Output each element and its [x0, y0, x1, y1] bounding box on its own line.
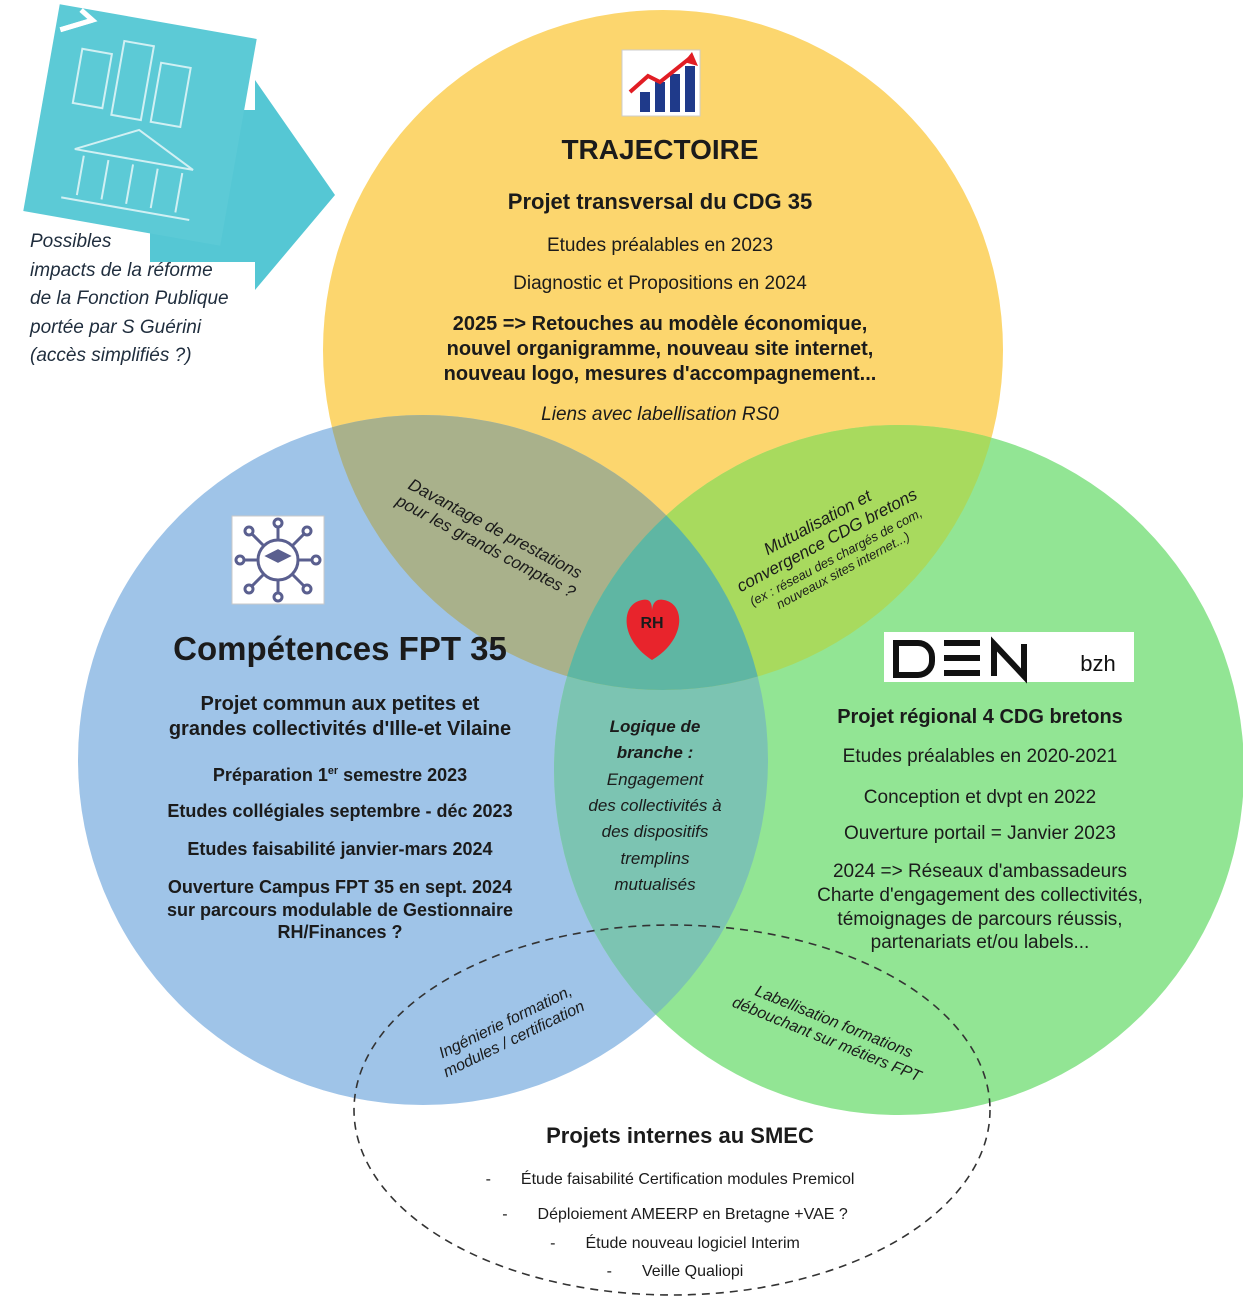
center-line: mutualisés: [614, 875, 696, 895]
center-line: Engagement: [606, 769, 704, 789]
trajectoire-item: Etudes préalables en 2023: [546, 235, 774, 256]
bullet-dash: -: [485, 1171, 491, 1188]
den-logo-suffix: bzh: [1080, 651, 1116, 676]
reform-note-line: impacts de la réforme: [30, 259, 213, 281]
trajectoire-2025: 2025 => Retouches au modèle économique, …: [380, 312, 940, 387]
den-2024-line: témoignages de parcours réussis,: [837, 908, 1123, 930]
competences-campus-line: RH/Finances ?: [277, 922, 403, 942]
competences-prep-prefix: Préparation 1: [212, 765, 328, 785]
smec-item: - Veille Qualiopi: [540, 1262, 840, 1282]
trajectoire-subtitle: Projet transversal du CDG 35: [507, 189, 813, 214]
competences-title: Compétences FPT 35: [173, 630, 507, 667]
heart-label: RH: [640, 615, 664, 632]
smec-item: - Étude faisabilité Certification modules…: [420, 1170, 950, 1190]
den-2024: 2024 => Réseaux d'ambassadeurs Charte d'…: [760, 860, 1200, 955]
smec-item: - Déploiement AMEERP en Bretagne +VAE ?: [440, 1205, 940, 1225]
trajectoire-title: TRAJECTOIRE: [561, 134, 759, 165]
trajectoire-2025-line: 2025 => Retouches au modèle économique,: [452, 313, 868, 335]
bullet-dash: -: [550, 1235, 556, 1252]
trajectoire-note: Liens avec labellisation RS0: [541, 404, 779, 425]
den-2024-line: partenariats et/ou labels...: [870, 932, 1090, 954]
competences-subtitle-line: Projet commun aux petites et: [200, 693, 480, 715]
den-item: Ouverture portail = Janvier 2023: [844, 823, 1116, 844]
heart-icon: [626, 599, 680, 660]
competences-prep-suffix: semestre 2023: [338, 765, 468, 785]
trajectoire-2025-line: nouvel organigramme, nouveau site intern…: [446, 338, 874, 360]
bullet-dash: -: [606, 1263, 612, 1280]
bullet-dash: -: [502, 1206, 508, 1223]
reform-note-line: de la Fonction Publique: [30, 288, 229, 309]
competences-item: Etudes faisabilité janvier-mars 2024: [187, 839, 493, 859]
smec-item-text: Veille Qualiopi: [641, 1263, 744, 1280]
overlap-center: [554, 425, 768, 690]
competences-item: Etudes collégiales septembre - déc 2023: [167, 801, 513, 821]
reform-note: Possibles impacts de la réforme de la Fo…: [30, 228, 290, 371]
smec-item: - Étude nouveau logiciel Interim: [480, 1234, 900, 1254]
trajectoire-item: Diagnostic et Propositions en 2024: [513, 273, 807, 294]
smec-dashed-ellipse: [353, 924, 991, 1296]
competences-prep-sup: er: [327, 765, 339, 777]
smec-item-text: Étude nouveau logiciel Interim: [585, 1235, 800, 1252]
network-graduation-icon: [231, 515, 325, 605]
den-bzh-logo: [884, 632, 1134, 684]
center-line: des dispositifs: [601, 822, 709, 842]
den-subtitle: Projet régional 4 CDG bretons: [837, 706, 1123, 728]
smec-title: Projets internes au SMEC: [546, 1123, 814, 1148]
reform-note-line: portée par S Guérini: [30, 316, 202, 338]
center-line: branche :: [616, 743, 694, 763]
den-item: Etudes préalables en 2020-2021: [842, 746, 1118, 767]
reform-note-line: Possibles: [30, 231, 112, 252]
competences-prep: Préparation 1er semestre 2023: [110, 764, 570, 787]
center-line: Logique de: [609, 717, 701, 736]
den-2024-line: Charte d'engagement des collectivités,: [817, 884, 1143, 906]
den-2024-line: 2024 => Réseaux d'ambassadeurs: [832, 861, 1128, 882]
center-logic-text: Logique de branche : Engagement des coll…: [560, 714, 750, 898]
competences-campus-line: sur parcours modulable de Gestionnaire: [166, 899, 514, 920]
competences-subtitle-line: grandes collectivités d'Ille-et Vilaine: [168, 718, 512, 740]
competences-subtitle: Projet commun aux petites et grandes col…: [110, 692, 570, 742]
chart-growth-icon: [621, 49, 701, 117]
smec-item-text: Étude faisabilité Certification modules …: [520, 1171, 855, 1188]
overlap-yellow-blue: [323, 415, 768, 690]
competences-campus-line: Ouverture Campus FPT 35 en sept. 2024: [167, 877, 513, 897]
reform-note-line: (accès simplifiés ?): [30, 345, 192, 366]
trajectoire-2025-line: nouveau logo, mesures d'accompagnement..…: [443, 363, 877, 385]
reform-banner-image: [23, 4, 257, 246]
competences-campus: Ouverture Campus FPT 35 en sept. 2024 su…: [110, 876, 570, 944]
den-item: Conception et dvpt en 2022: [863, 787, 1097, 808]
smec-item-text: Déploiement AMEERP en Bretagne +VAE ?: [537, 1206, 848, 1223]
center-line: tremplins: [620, 848, 690, 868]
center-line: des collectivités à: [588, 796, 722, 816]
